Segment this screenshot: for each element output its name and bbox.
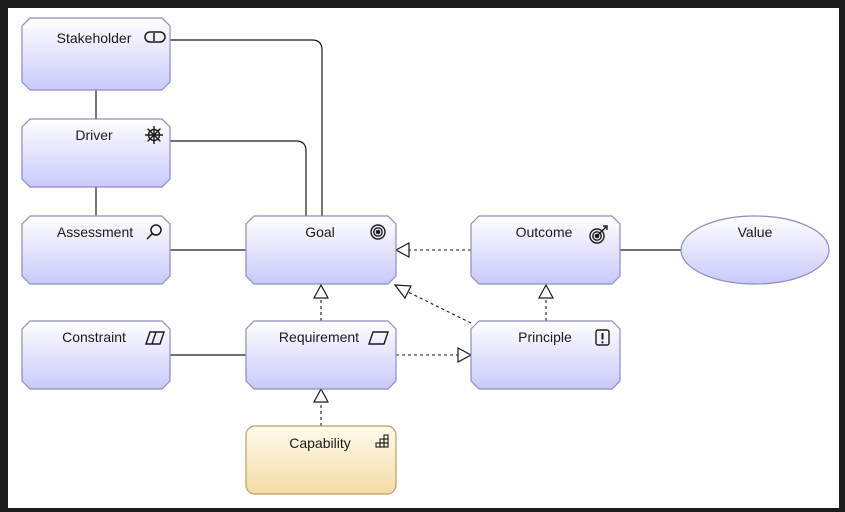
arrowhead-requirement-principle: [457, 346, 473, 364]
node-label-requirement: Requirement: [279, 329, 359, 345]
node-goal[interactable]: Goal: [245, 215, 397, 285]
node-assessment[interactable]: Assessment: [21, 215, 171, 285]
target-icon: [370, 224, 386, 240]
node-label-stakeholder: Stakeholder: [57, 30, 132, 46]
node-outcome[interactable]: Outcome: [470, 215, 621, 285]
connector-driver-goal[interactable]: [170, 140, 307, 216]
magnifier-icon: [146, 224, 162, 240]
parallelogram-double-icon: [145, 331, 165, 345]
arrowhead-capability-requirement: [312, 387, 330, 403]
node-label-principle: Principle: [518, 329, 572, 345]
node-label-constraint: Constraint: [62, 329, 126, 345]
node-label-capability: Capability: [289, 435, 350, 451]
arrowhead-principle-outcome: [537, 283, 555, 299]
driver-wheel-icon: [145, 126, 163, 144]
connectors: [95, 39, 681, 356]
node-capability[interactable]: Capability: [245, 425, 397, 495]
node-label-assessment: Assessment: [57, 224, 133, 240]
arrowheads: [312, 241, 555, 403]
realization-connectors: [320, 249, 547, 426]
node-label-goal: Goal: [305, 224, 335, 240]
node-requirement[interactable]: Requirement: [245, 320, 397, 390]
node-principle[interactable]: Principle: [470, 320, 621, 390]
motivation-diagram: Stakeholder Driver Assessment Goal: [21, 17, 830, 495]
arrowhead-outcome-goal: [394, 241, 410, 259]
node-stakeholder[interactable]: Stakeholder: [21, 17, 171, 91]
node-driver[interactable]: Driver: [21, 118, 171, 188]
connector-principle-goal[interactable]: [405, 290, 472, 324]
node-value[interactable]: Value: [680, 215, 830, 285]
arrowhead-principle-goal: [393, 284, 412, 300]
arrowhead-requirement-goal: [312, 283, 330, 299]
parallelogram-icon: [368, 331, 389, 345]
node-label-driver: Driver: [75, 127, 113, 143]
diagram-canvas: Stakeholder Driver Assessment Goal: [8, 8, 839, 508]
stakeholder-icon: [144, 31, 166, 43]
target-arrow-icon: [589, 225, 608, 244]
connector-stakeholder-goal[interactable]: [170, 39, 323, 216]
steps-icon: [375, 434, 389, 448]
node-label-value: Value: [738, 224, 773, 240]
node-constraint[interactable]: Constraint: [21, 320, 171, 390]
exclamation-box-icon: [595, 329, 610, 346]
node-label-outcome: Outcome: [516, 224, 573, 240]
